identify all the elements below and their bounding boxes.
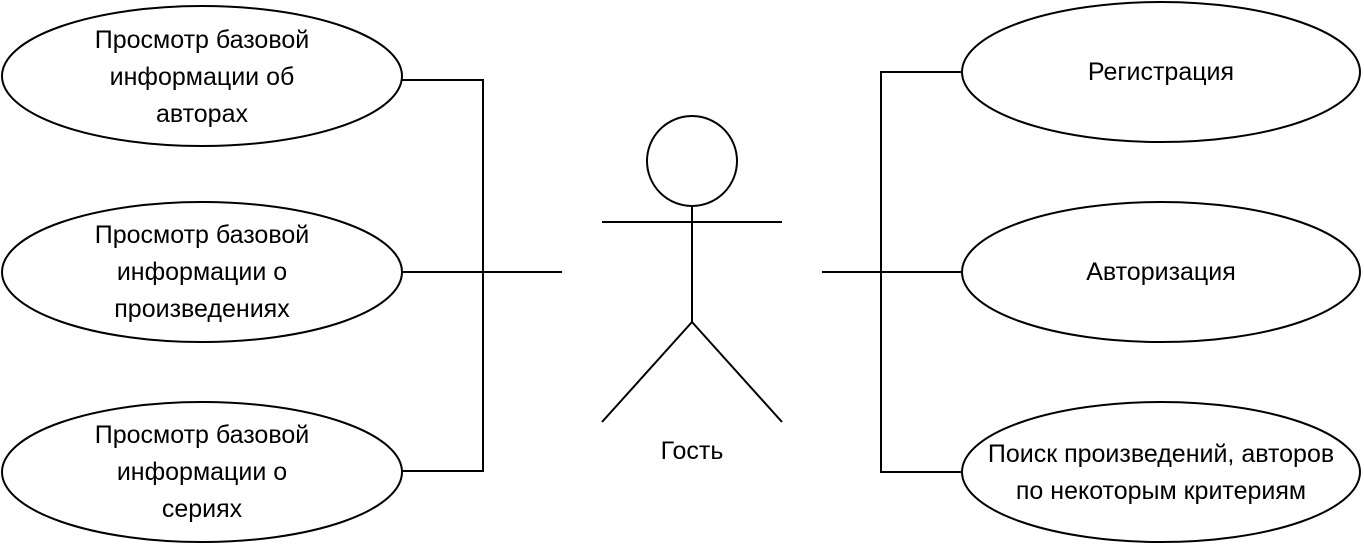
use-case-ellipse-series[interactable]	[1, 401, 403, 543]
actor-name-label: Гость	[660, 436, 724, 465]
connector-right-registration	[880, 71, 962, 272]
actor-left-leg	[601, 321, 693, 423]
use-case-ellipse-search[interactable]	[961, 401, 1361, 543]
connectors	[402, 71, 962, 473]
connector-right-search	[880, 272, 962, 473]
use-case-label-series: Просмотр базовой информации о сериях	[94, 420, 310, 523]
use-case-ellipse-authors[interactable]	[1, 5, 403, 147]
actor-right-leg	[691, 321, 783, 423]
use-case-label-registration: Регистрация	[1087, 57, 1235, 86]
use-case-label-authorization: Авторизация	[1086, 257, 1236, 286]
use-case-ellipse-works[interactable]	[1, 201, 403, 343]
connector-left-authors	[402, 79, 484, 272]
actor-figure[interactable]	[601, 115, 783, 423]
actor-head	[646, 115, 738, 207]
use-case-label-works: Просмотр базовой информации о произведен…	[94, 220, 310, 323]
use-case-label-search: Поиск произведений, авторов по некоторым…	[987, 440, 1335, 505]
use-case-ellipse-authorization[interactable]	[961, 201, 1361, 343]
use-case-ellipse-registration[interactable]	[961, 1, 1361, 143]
use-case-label-authors: Просмотр базовой информации об авторах	[94, 25, 310, 128]
connector-left-series	[402, 272, 484, 472]
